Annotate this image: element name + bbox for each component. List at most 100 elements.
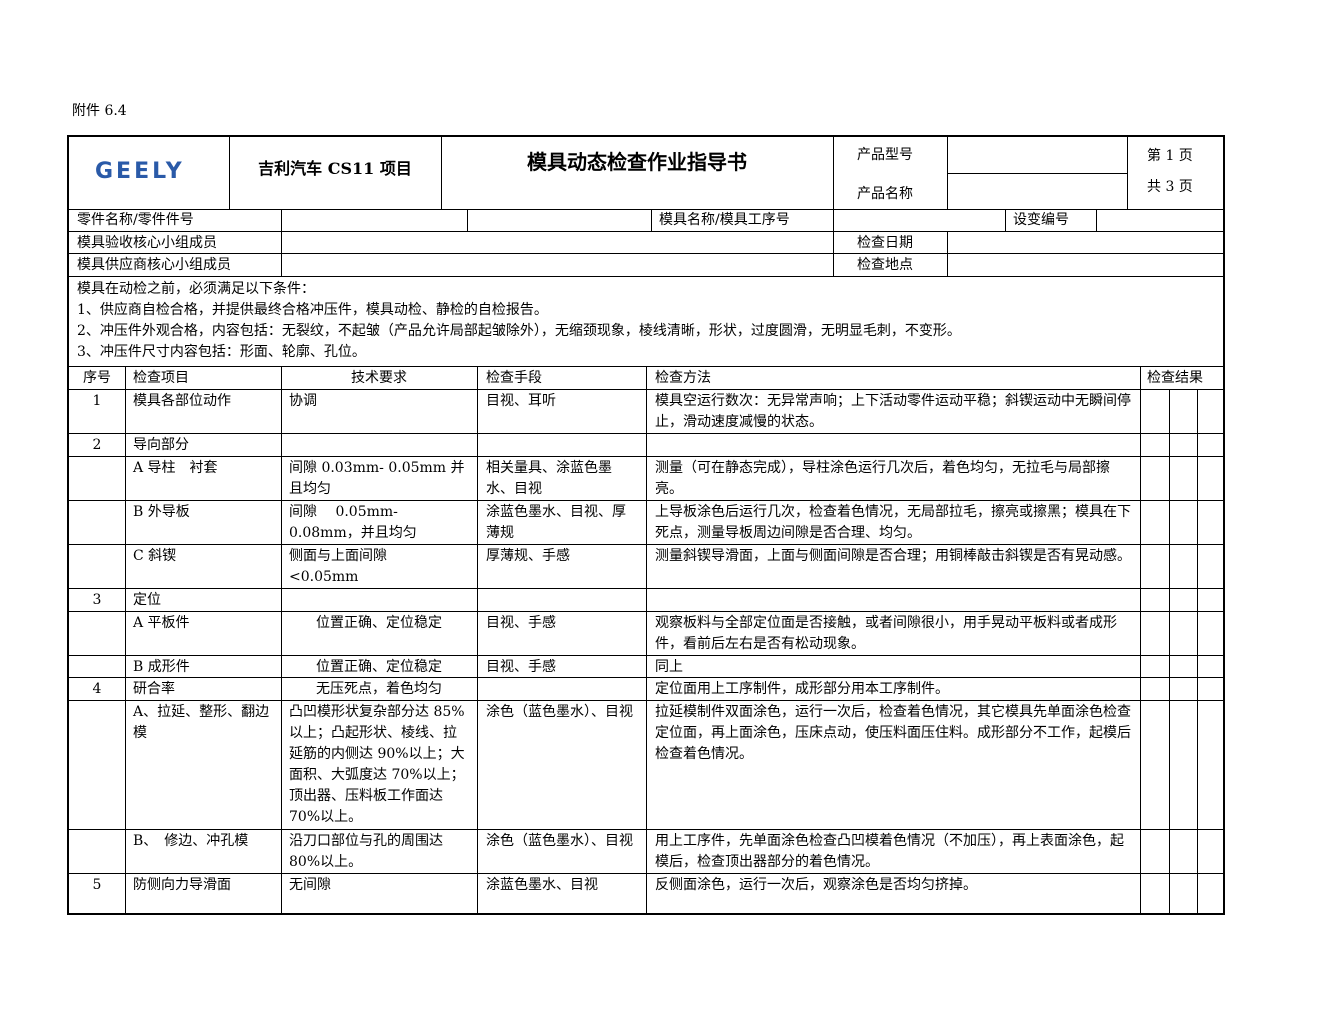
inspection-form: GEELY 吉利汽车 CS11 项目 模具动态检查作业指导书 产品型号 产品名称… xyxy=(67,135,1225,915)
divider xyxy=(646,366,647,913)
part-name-label: 零件名称/零件件号 xyxy=(77,212,194,228)
row-item: B 外导板 xyxy=(133,504,190,520)
divider xyxy=(1127,137,1128,209)
divider xyxy=(69,544,1225,545)
row-item: 防侧向力导滑面 xyxy=(133,877,231,893)
page-total: 共 3 页 xyxy=(1147,179,1193,195)
row-means: 涂色（蓝色墨水）、目视 xyxy=(486,704,633,720)
check-place-label: 检查地点 xyxy=(857,257,913,273)
conditions-line: 模具在动检之前，必须满足以下条件： xyxy=(77,281,315,297)
row-requirement: 协调 xyxy=(289,393,317,409)
col-header-item: 检查项目 xyxy=(133,370,189,386)
row-means: 厚薄规、手感 xyxy=(486,548,570,564)
divider xyxy=(441,137,442,209)
row-requirement: 无压死点，着色均匀 xyxy=(316,681,442,697)
divider xyxy=(833,137,834,276)
row-method: 用上工序件，先单面涂色检查凸凹模着色情况（不加压），再上表面涂色，起模后，检查顶… xyxy=(655,833,1124,870)
grid-lines xyxy=(69,137,1225,913)
divider xyxy=(69,655,1225,656)
divider xyxy=(1140,366,1141,913)
die-name-label: 模具名称/模具工序号 xyxy=(659,212,790,228)
col-header-no: 序号 xyxy=(83,370,111,386)
divider xyxy=(477,366,478,913)
conditions-line: 2、冲压件外观合格，内容包括：无裂纹，不起皱（产品允许局部起皱除外），无缩颈现象… xyxy=(77,323,961,339)
col-header-method: 检查方法 xyxy=(655,370,711,386)
divider xyxy=(229,137,230,209)
divider xyxy=(69,276,1225,277)
row-method: 观察板料与全部定位面是否接触，或者间隙很小，用手晃动平板料或者成形件，看前后左右… xyxy=(655,615,1117,652)
row-item: 导向部分 xyxy=(133,437,189,453)
row-no: 4 xyxy=(92,681,102,697)
row-method: 反侧面涂色，运行一次后，观察涂色是否均匀挤掉。 xyxy=(655,877,977,893)
divider xyxy=(947,173,1127,174)
divider xyxy=(69,231,1225,232)
document-title: 模具动态检查作业指导书 xyxy=(527,151,747,174)
check-date-label: 检查日期 xyxy=(857,235,913,251)
divider xyxy=(69,588,1225,589)
col-header-requirement: 技术要求 xyxy=(351,370,407,386)
divider xyxy=(651,209,652,231)
divider xyxy=(69,700,1225,701)
col-header-result: 检查结果 xyxy=(1147,370,1203,386)
divider xyxy=(1197,389,1198,913)
logo-text: GEELY xyxy=(95,159,185,184)
acceptance-team-label: 模具验收核心小组成员 xyxy=(77,235,217,251)
page-number: 第 1 页 xyxy=(1147,148,1193,164)
row-means: 涂蓝色墨水、目视、厚薄规 xyxy=(486,504,626,541)
logo: GEELY xyxy=(69,137,229,209)
row-no: 2 xyxy=(92,437,102,453)
row-requirement: 沿刀口部位与孔的周围达 80%以上。 xyxy=(289,833,443,870)
row-item: B 成形件 xyxy=(133,659,190,675)
project-name: 吉利汽车 CS11 项目 xyxy=(258,159,412,178)
row-method: 测量斜锲导滑面，上面与侧面间隙是否合理；用铜棒敲击斜锲是否有晃动感。 xyxy=(655,548,1131,564)
divider xyxy=(69,611,1225,612)
product-model-label: 产品型号 xyxy=(857,147,913,163)
row-requirement: 间隙 0.03mm- 0.05mm 并且均匀 xyxy=(289,460,465,497)
row-requirement: 间隙 0.05mm-0.08mm，并且均匀 xyxy=(289,504,417,541)
divider xyxy=(1096,209,1097,231)
divider xyxy=(125,366,126,913)
divider xyxy=(69,677,1225,678)
attachment-label: 附件 6.4 xyxy=(72,103,127,119)
conditions-line: 1、供应商自检合格，并提供最终合格冲压件，模具动检、静检的自检报告。 xyxy=(77,302,548,318)
divider xyxy=(69,433,1225,434)
divider xyxy=(69,209,1225,210)
row-item: A 平板件 xyxy=(133,615,190,631)
row-requirement: 凸凹模形状复杂部分达 85%以上；凸起形状、棱线、拉延筋的内侧达 90%以上；大… xyxy=(289,704,465,825)
divider xyxy=(281,366,282,913)
row-method: 拉延模制件双面涂色，运行一次后，检查着色情况，其它模具先单面涂色检查定位面，再上… xyxy=(655,704,1131,762)
row-method: 测量（可在静态完成），导柱涂色运行几次后，着色均匀，无拉毛与局部擦亮。 xyxy=(655,460,1110,497)
row-means: 目视、手感 xyxy=(486,659,556,675)
row-item: A 导柱 衬套 xyxy=(133,460,218,476)
row-item: 模具各部位动作 xyxy=(133,393,231,409)
row-means: 涂蓝色墨水、目视 xyxy=(486,877,598,893)
row-method: 模具空运行数次：无异常声响；上下活动零件运动平稳；斜锲运动中无瞬间停止，滑动速度… xyxy=(655,393,1131,430)
row-requirement: 无间隙 xyxy=(289,877,331,893)
divider xyxy=(69,500,1225,501)
change-no-label: 设变编号 xyxy=(1013,212,1069,228)
divider xyxy=(69,456,1225,457)
divider xyxy=(69,873,1225,874)
row-method: 定位面用上工序制件，成形部分用本工序制件。 xyxy=(655,681,949,697)
row-method: 上导板涂色后运行几次，检查着色情况，无局部拉毛，擦亮或擦黑；模具在下死点，测量导… xyxy=(655,504,1131,541)
divider xyxy=(1005,209,1006,231)
divider xyxy=(1169,389,1170,913)
row-requirement: 位置正确、定位稳定 xyxy=(316,615,442,631)
divider xyxy=(281,209,282,276)
row-requirement: 侧面与上面间隙 <0.05mm xyxy=(289,548,415,585)
divider xyxy=(69,389,1225,390)
row-item: 研合率 xyxy=(133,681,175,697)
row-no: 5 xyxy=(92,877,102,893)
row-item: A、拉延、整形、翻边模 xyxy=(133,704,270,741)
row-item: 定位 xyxy=(133,592,161,608)
divider xyxy=(69,829,1225,830)
row-means: 相关量具、涂蓝色墨水、目视 xyxy=(486,460,612,497)
row-no: 1 xyxy=(92,393,102,409)
divider xyxy=(467,209,468,231)
divider xyxy=(69,366,1225,367)
row-means: 目视、手感 xyxy=(486,615,556,631)
row-item: C 斜锲 xyxy=(133,548,177,564)
col-header-means: 检查手段 xyxy=(486,370,542,386)
row-requirement: 位置正确、定位稳定 xyxy=(316,659,442,675)
divider xyxy=(69,253,1225,254)
